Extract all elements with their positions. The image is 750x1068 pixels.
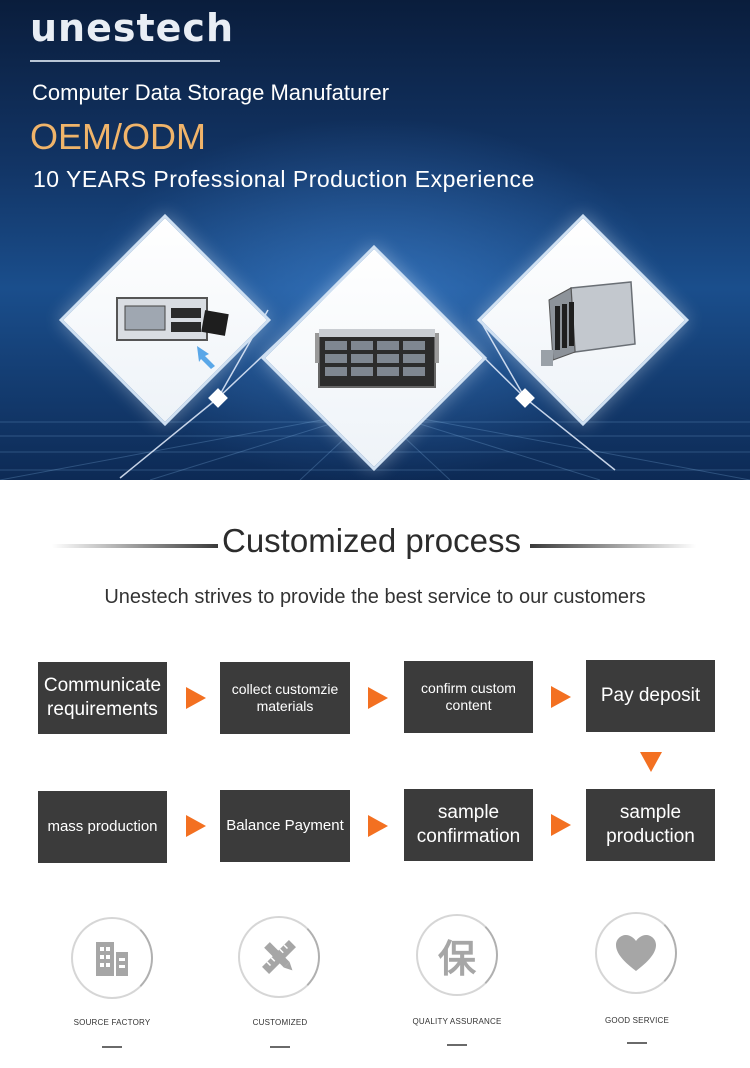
- step-label: collect customzie materials: [231, 680, 339, 715]
- step-collect-materials: collect customzie materials: [220, 662, 350, 734]
- feature-good-service: [595, 912, 677, 994]
- arrow-right-icon: [551, 686, 571, 708]
- feature-label: GOOD SERVICE: [604, 1016, 670, 1025]
- brand-logo: unestech: [30, 6, 235, 50]
- arrow-right-icon: [186, 687, 206, 709]
- heading-rule-right: [530, 544, 696, 548]
- pencil-ruler-icon: [262, 940, 296, 974]
- heart-icon: [616, 935, 656, 971]
- process-subtitle: Unestech strives to provide the best ser…: [104, 586, 646, 608]
- step-pay-deposit: Pay deposit: [586, 660, 715, 732]
- building-icon: [96, 942, 128, 976]
- feature-dash: [270, 1046, 290, 1048]
- hero-experience-text: 10 YEARS Professional Production Experie…: [33, 166, 535, 192]
- step-label: mass production: [47, 817, 158, 835]
- arrow-right-icon: [368, 687, 388, 709]
- step-label: Communicate requirements: [43, 675, 162, 720]
- feature-label: SOURCE FACTORY: [73, 1018, 151, 1027]
- product-diamond-center: [260, 244, 488, 472]
- step-label: sample production: [606, 802, 695, 847]
- step-sample-production: sample production: [586, 789, 715, 861]
- feature-label: CUSTOMIZED: [252, 1018, 308, 1027]
- step-label: confirm custom content: [421, 679, 516, 714]
- step-mass-production: mass production: [38, 791, 167, 863]
- hdd-mobile-rack-icon: [116, 297, 229, 369]
- arrow-right-icon: [551, 814, 571, 836]
- process-heading-row: Customized process: [0, 518, 750, 568]
- step-confirm-custom-content: confirm custom content: [404, 661, 533, 733]
- arrow-right-icon: [186, 815, 206, 837]
- arrow-right-icon: [368, 815, 388, 837]
- step-label: sample confirmation: [416, 802, 521, 847]
- step-label: Pay deposit: [600, 685, 701, 707]
- feature-source-factory: [71, 917, 153, 999]
- heading-rule-left: [52, 544, 218, 548]
- product-diamond-right: [476, 213, 690, 427]
- arrow-down-icon: [640, 752, 662, 772]
- hero-banner: unestech Computer Data Storage Manufatur…: [0, 0, 750, 480]
- feature-dash: [627, 1042, 647, 1044]
- feature-dash: [447, 1044, 467, 1046]
- hero-tagline: Computer Data Storage Manufaturer: [32, 80, 390, 105]
- feature-customized: [238, 916, 320, 998]
- product-diamond-left: [58, 213, 272, 427]
- step-communicate-requirements: Communicate requirements: [38, 662, 167, 734]
- step-balance-payment: Balance Payment: [220, 790, 350, 862]
- feature-label: QUALITY ASSURANCE: [412, 1017, 502, 1026]
- step-sample-confirmation: sample confirmation: [404, 789, 533, 861]
- process-title: Customized process: [222, 522, 521, 559]
- bao-character-icon: 保: [437, 936, 476, 981]
- feature-quality-assurance: 保: [416, 914, 498, 996]
- step-label: Balance Payment: [226, 816, 344, 834]
- feature-dash: [102, 1046, 122, 1048]
- storage-server-chassis-icon: [315, 329, 439, 388]
- brand-underline: [30, 60, 220, 62]
- hero-oem-heading: OEM/ODM: [30, 116, 206, 157]
- hot-swap-cage-icon: [541, 281, 636, 366]
